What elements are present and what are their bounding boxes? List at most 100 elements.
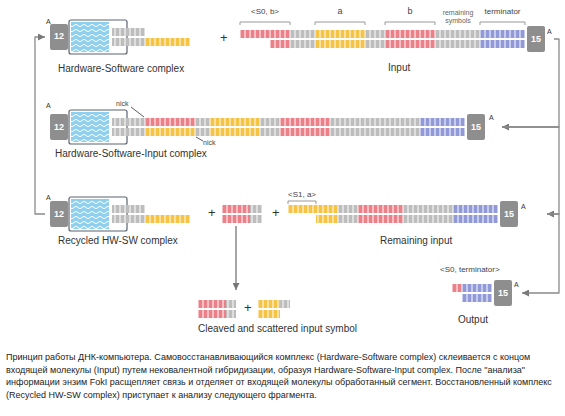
gray-duplex (435, 30, 480, 48)
yellow-overhang (288, 205, 316, 213)
node-text: A (46, 102, 51, 110)
red-overhang (240, 30, 270, 38)
block-number: 15 (500, 210, 518, 219)
cleaved-piece (198, 300, 236, 318)
gray-duplex (260, 118, 280, 136)
nick-pointer (196, 137, 203, 141)
figure-caption: Принцип работы ДНК-компьютера. Самовосст… (6, 351, 559, 401)
yellow-duplex (316, 205, 338, 223)
molecule-node: <S0, b> a bremaining symbolsterminator 15A I… (236, 4, 554, 76)
molecule-node: <S1, a> 15A Remaining input (282, 188, 547, 250)
yellow-duplex (315, 30, 365, 48)
red-duplex (358, 205, 403, 223)
hw-sw-head (50, 197, 145, 231)
end-block (467, 114, 485, 140)
node-text: A (46, 194, 51, 202)
cut-piece (222, 205, 262, 223)
node-text: A (489, 114, 494, 122)
gray-duplex (250, 205, 262, 223)
node-text: <S1, a> (285, 190, 319, 199)
node-text: A (514, 281, 519, 289)
red-overhang (452, 284, 462, 292)
gray-duplex (403, 205, 453, 223)
molecule-node: Cleaved and scattered input symbol (190, 290, 380, 338)
gray-duplex (365, 30, 385, 48)
hw-sw-head (50, 20, 145, 54)
node-text: nick (116, 100, 128, 108)
node-text: <S0, b> (240, 7, 290, 16)
hw-sw-molecule (50, 20, 190, 54)
node-text: Hardware-Software-Input complex (55, 148, 207, 160)
output-molecule (452, 280, 512, 306)
plus-sign: + (244, 301, 252, 314)
gray-strand (280, 300, 290, 308)
node-text: Input (388, 62, 410, 74)
end-block (500, 201, 518, 227)
plus-sign: + (272, 206, 280, 219)
node-text: Remaining input (380, 235, 452, 247)
node-text: A (521, 203, 526, 211)
flow-arrow (502, 39, 559, 127)
red-duplex (385, 30, 435, 48)
node-text: nick (203, 139, 215, 147)
blue-duplex (462, 284, 492, 302)
node-text: terminator (480, 7, 525, 16)
cleaved-piece (258, 300, 290, 318)
yellow-strand (145, 128, 195, 136)
node-text: b (385, 6, 435, 16)
node-text: a (315, 6, 365, 16)
remaining-molecule (288, 201, 518, 227)
nick-pointer (131, 107, 144, 117)
yellow-duplex (258, 300, 280, 318)
node-text: remaining symbols (433, 9, 483, 25)
flow-arrow (35, 37, 45, 214)
node-text: <S0, terminator> (440, 265, 500, 274)
node-text: A (547, 28, 552, 36)
node-text: A (46, 18, 51, 26)
plus-sign: + (208, 206, 216, 219)
block-number: 15 (467, 123, 485, 132)
molecule-node: A 12 nick nick 15 A Hardware-Software-Input co… (45, 98, 502, 160)
node-text: Output (458, 314, 488, 326)
segment-bracket (240, 22, 525, 25)
flow-arrow (502, 127, 559, 214)
block-number: 12 (50, 210, 68, 219)
hw-sw-head (50, 110, 145, 144)
red-duplex (280, 118, 330, 136)
blue-duplex (480, 30, 525, 48)
hsi-molecule (50, 110, 485, 144)
blue-duplex (453, 205, 498, 223)
block-number: 12 (50, 32, 68, 41)
end-block (494, 280, 512, 306)
block-number: 12 (50, 123, 68, 132)
cleave-arrow (235, 226, 236, 290)
gray-duplex (226, 300, 236, 318)
end-block (527, 26, 545, 52)
gray-duplex (290, 30, 315, 48)
gray-duplex (195, 118, 210, 136)
gray-duplex (330, 118, 420, 136)
block-number: 15 (494, 289, 512, 298)
flow-arrow (522, 214, 559, 293)
node-text: Cleaved and scattered input symbol (198, 323, 357, 335)
block-number: 15 (527, 35, 545, 44)
red-strand (145, 118, 195, 126)
plus-sign: + (220, 31, 228, 44)
yellow-duplex (210, 118, 260, 136)
input-molecule (240, 22, 545, 52)
blue-duplex (420, 118, 465, 136)
node-text: Hardware-Software complex (58, 63, 184, 75)
yellow-overhang (145, 215, 190, 223)
node-text: Recycled HW-SW complex (58, 235, 178, 247)
red-duplex (222, 205, 250, 223)
molecule-node: <S0, terminator> 15A Output (436, 262, 522, 334)
segment-bracket (288, 201, 316, 204)
molecule-node: A 12Recycled HW-SW complex (45, 190, 210, 252)
red-duplex (270, 30, 290, 48)
gray-duplex (338, 205, 358, 223)
recycled-molecule (50, 197, 190, 231)
molecule-node: A 12Hardware-Software complex (45, 14, 215, 78)
yellow-overhang (145, 38, 190, 46)
red-duplex (198, 300, 226, 318)
